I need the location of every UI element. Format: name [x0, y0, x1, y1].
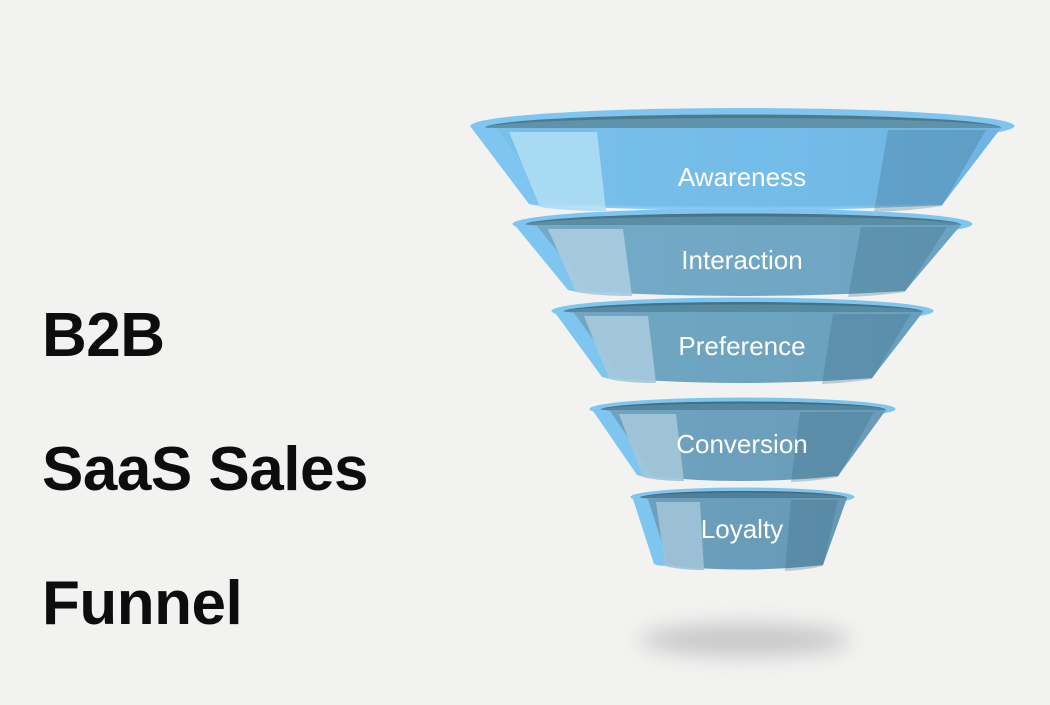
stage-4-label: Conversion: [676, 429, 808, 459]
stage-1-highlight: [509, 132, 606, 211]
stage-3-rim-shade: [563, 302, 923, 312]
funnel-stage-interaction[interactable]: Interaction: [512, 208, 973, 298]
stage-5-rim-shade: [639, 491, 847, 498]
stage-1-label: Awareness: [678, 162, 806, 192]
stage-3-shade: [822, 314, 911, 384]
page-title: B2B SaaS Sales Funnel: [42, 236, 462, 705]
stage-3-highlight: [584, 316, 656, 383]
stage-2-rim-shade: [525, 213, 961, 225]
funnel-drop-shadow: [640, 625, 850, 655]
stage-5-highlight: [656, 502, 704, 570]
funnel-stage-awareness[interactable]: Awareness: [470, 108, 1015, 212]
stage-4-rim-shade: [600, 401, 886, 410]
title-line-2: SaaS Sales: [42, 434, 368, 504]
stage-2-body: [525, 225, 961, 296]
stage-1-bottom-edge: [543, 205, 942, 212]
stage-2-highlight: [548, 229, 632, 296]
stage-1-rim-shade: [485, 114, 1001, 128]
stage-5-left-edge: [632, 496, 669, 566]
stage-2-label: Interaction: [681, 245, 802, 275]
stage-5-label: Loyalty: [701, 514, 783, 544]
title-line-1: B2B: [42, 300, 165, 370]
funnel-stage-preference[interactable]: Preference: [551, 297, 934, 385]
stage-5-shade: [785, 500, 838, 571]
stage-1-body: [485, 128, 1001, 211]
stage-3-label: Preference: [678, 331, 805, 361]
title-line-3: Funnel: [42, 568, 243, 638]
funnel-stage-loyalty[interactable]: Loyalty: [630, 487, 855, 572]
stage-4-shade: [791, 412, 874, 482]
stage-1-shade: [874, 130, 986, 212]
stage-4-highlight: [619, 414, 684, 481]
funnel-stage-conversion[interactable]: Conversion: [589, 397, 896, 483]
stage-2-shade: [848, 227, 947, 297]
